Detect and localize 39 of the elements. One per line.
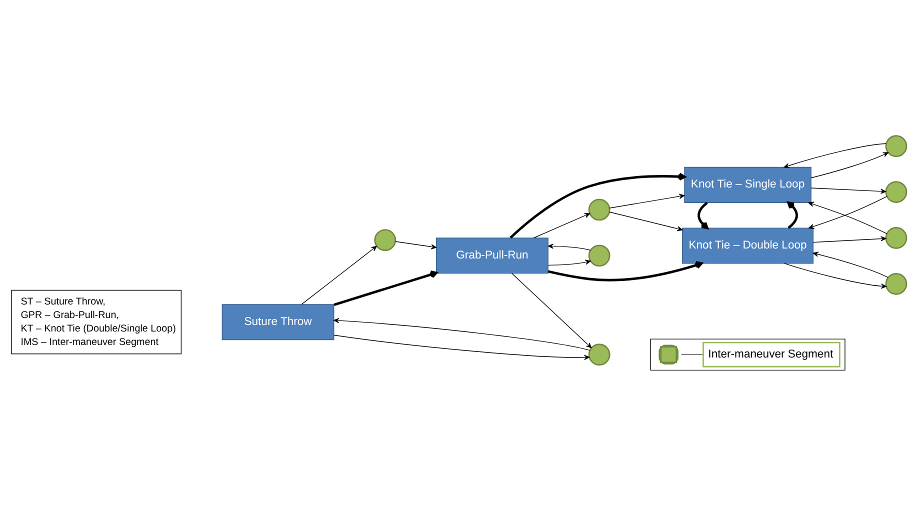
arrow: [609, 211, 683, 231]
label: ST – Suture Throw,: [20, 296, 106, 308]
arrow: [334, 334, 590, 360]
node-circle: [588, 244, 610, 266]
arrow: [784, 262, 887, 288]
node-box: Grab-Pull-Run: [436, 237, 548, 274]
arrow: [548, 260, 703, 281]
arrow: [812, 236, 886, 242]
arrow: [784, 142, 886, 168]
node-box: Suture Throw: [222, 304, 334, 340]
label: GPR – Grab-Pull-Run,: [20, 310, 119, 320]
arrow: [334, 317, 590, 350]
node-circle: [885, 272, 908, 294]
arrow: [395, 240, 437, 249]
arrow: [810, 152, 889, 178]
arrow: [548, 259, 591, 266]
arrow: [609, 193, 685, 208]
node-circle: [885, 134, 908, 157]
arrow: [334, 270, 438, 306]
arrow: [808, 201, 888, 234]
arrow: [511, 272, 592, 348]
arrow: [510, 172, 686, 238]
node-circle: [374, 228, 396, 251]
node-circle: [588, 343, 610, 366]
legend-label: Inter-maneuver Segment: [708, 348, 834, 360]
arrow: [808, 196, 888, 228]
label: IMS – Inter-maneuver Segment: [20, 336, 158, 348]
arrow: [301, 245, 377, 304]
node-circle: [588, 198, 610, 220]
node-circle: [885, 180, 908, 202]
node-circle: [885, 226, 908, 248]
arrow: [548, 243, 591, 250]
node-box: Knot Tie – Double Loop: [682, 227, 814, 264]
arrow: [533, 212, 590, 238]
label: KT – Knot Tie (Double/Single Loop): [20, 322, 176, 334]
arrow: [698, 201, 708, 229]
node-box: Knot Tie – Single Loop: [684, 166, 812, 202]
arrow: [812, 251, 888, 278]
arrow: [810, 187, 886, 194]
